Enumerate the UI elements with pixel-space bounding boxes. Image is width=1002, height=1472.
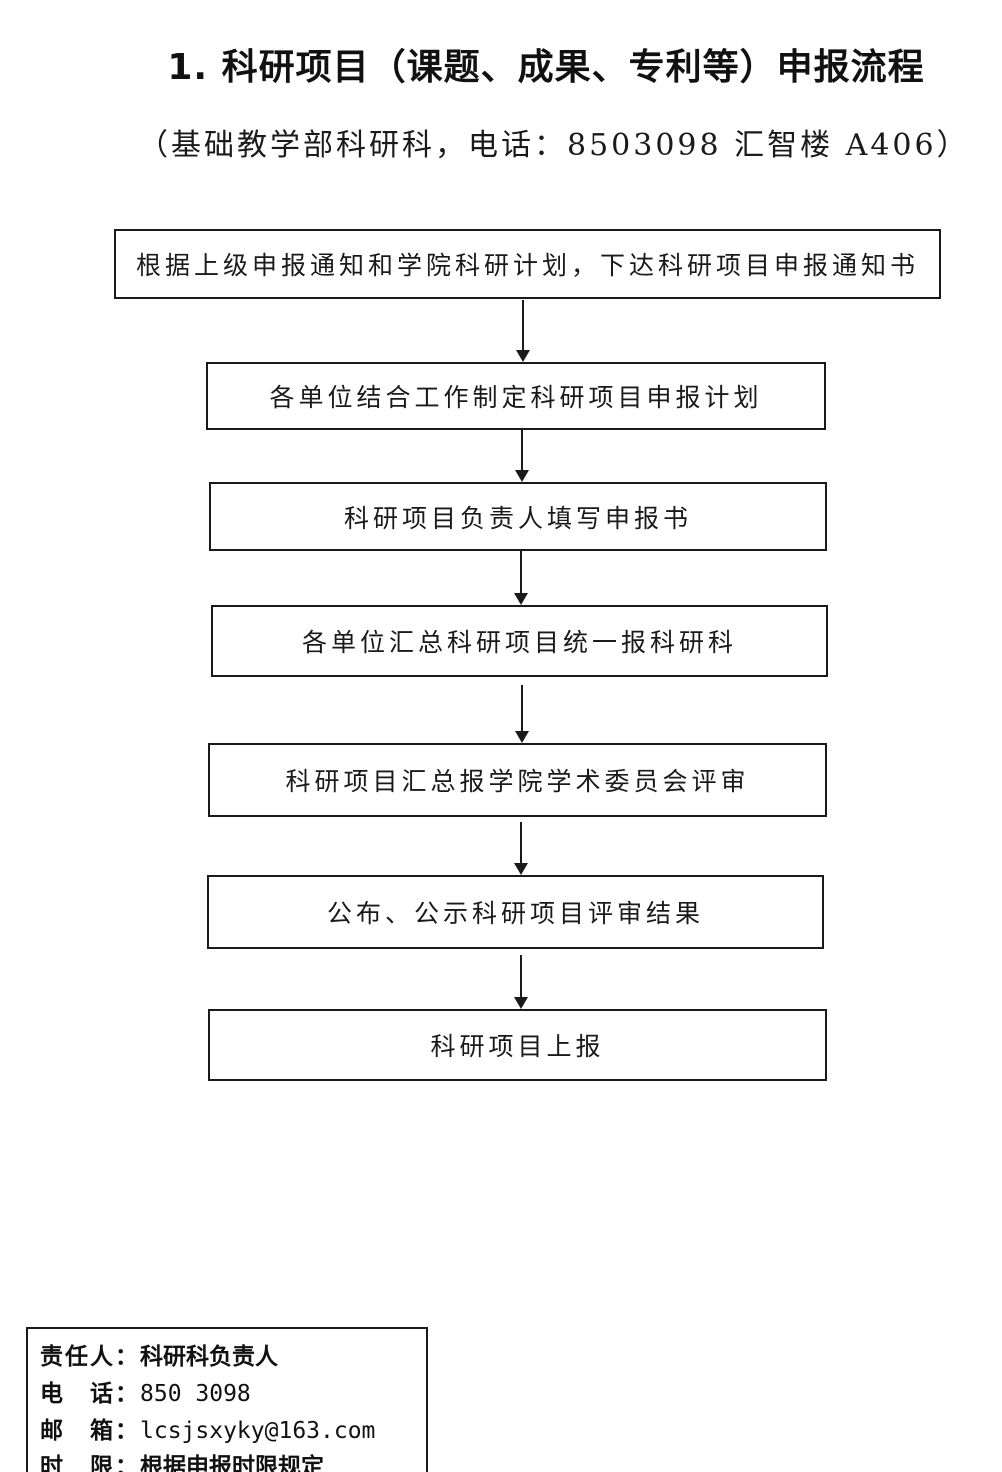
phone-value: 850 3098 — [140, 1381, 251, 1407]
phone-label: 电 话： — [40, 1380, 140, 1407]
flow-step-3: 科研项目负责人填写申报书 — [209, 482, 827, 551]
phone-row: 电 话：850 3098 — [40, 1374, 251, 1408]
contact-info-box: 责任人：科研科负责人 电 话：850 3098 邮 箱：lcsjsxyky@16… — [26, 1327, 428, 1472]
page-title: 1. 科研项目（课题、成果、专利等）申报流程 — [167, 47, 925, 88]
email-value: lcsjsxyky@163.com — [140, 1418, 376, 1444]
responsible-label: 责任人： — [40, 1343, 140, 1370]
flow-step-2: 各单位结合工作制定科研项目申报计划 — [206, 362, 826, 430]
page-subtitle: （基础教学部科研科，电话：8503098 汇智楼 A406） — [138, 128, 970, 163]
flow-step-5: 科研项目汇总报学院学术委员会评审 — [208, 743, 827, 817]
flow-step-7: 科研项目上报 — [208, 1009, 827, 1081]
email-label: 邮 箱： — [40, 1417, 140, 1444]
responsible-value: 科研科负责人 — [140, 1343, 278, 1370]
email-row: 邮 箱：lcsjsxyky@163.com — [40, 1411, 375, 1445]
flow-step-4: 各单位汇总科研项目统一报科研科 — [211, 605, 828, 677]
time-limit-value: 根据申报时限规定 — [140, 1453, 324, 1472]
time-limit-label: 时 限： — [40, 1453, 140, 1472]
time-limit-row: 时 限：根据申报时限规定 — [40, 1447, 324, 1472]
flow-step-1: 根据上级申报通知和学院科研计划，下达科研项目申报通知书 — [114, 229, 941, 299]
flow-step-6: 公布、公示科研项目评审结果 — [207, 875, 824, 949]
responsible-row: 责任人：科研科负责人 — [40, 1337, 278, 1371]
